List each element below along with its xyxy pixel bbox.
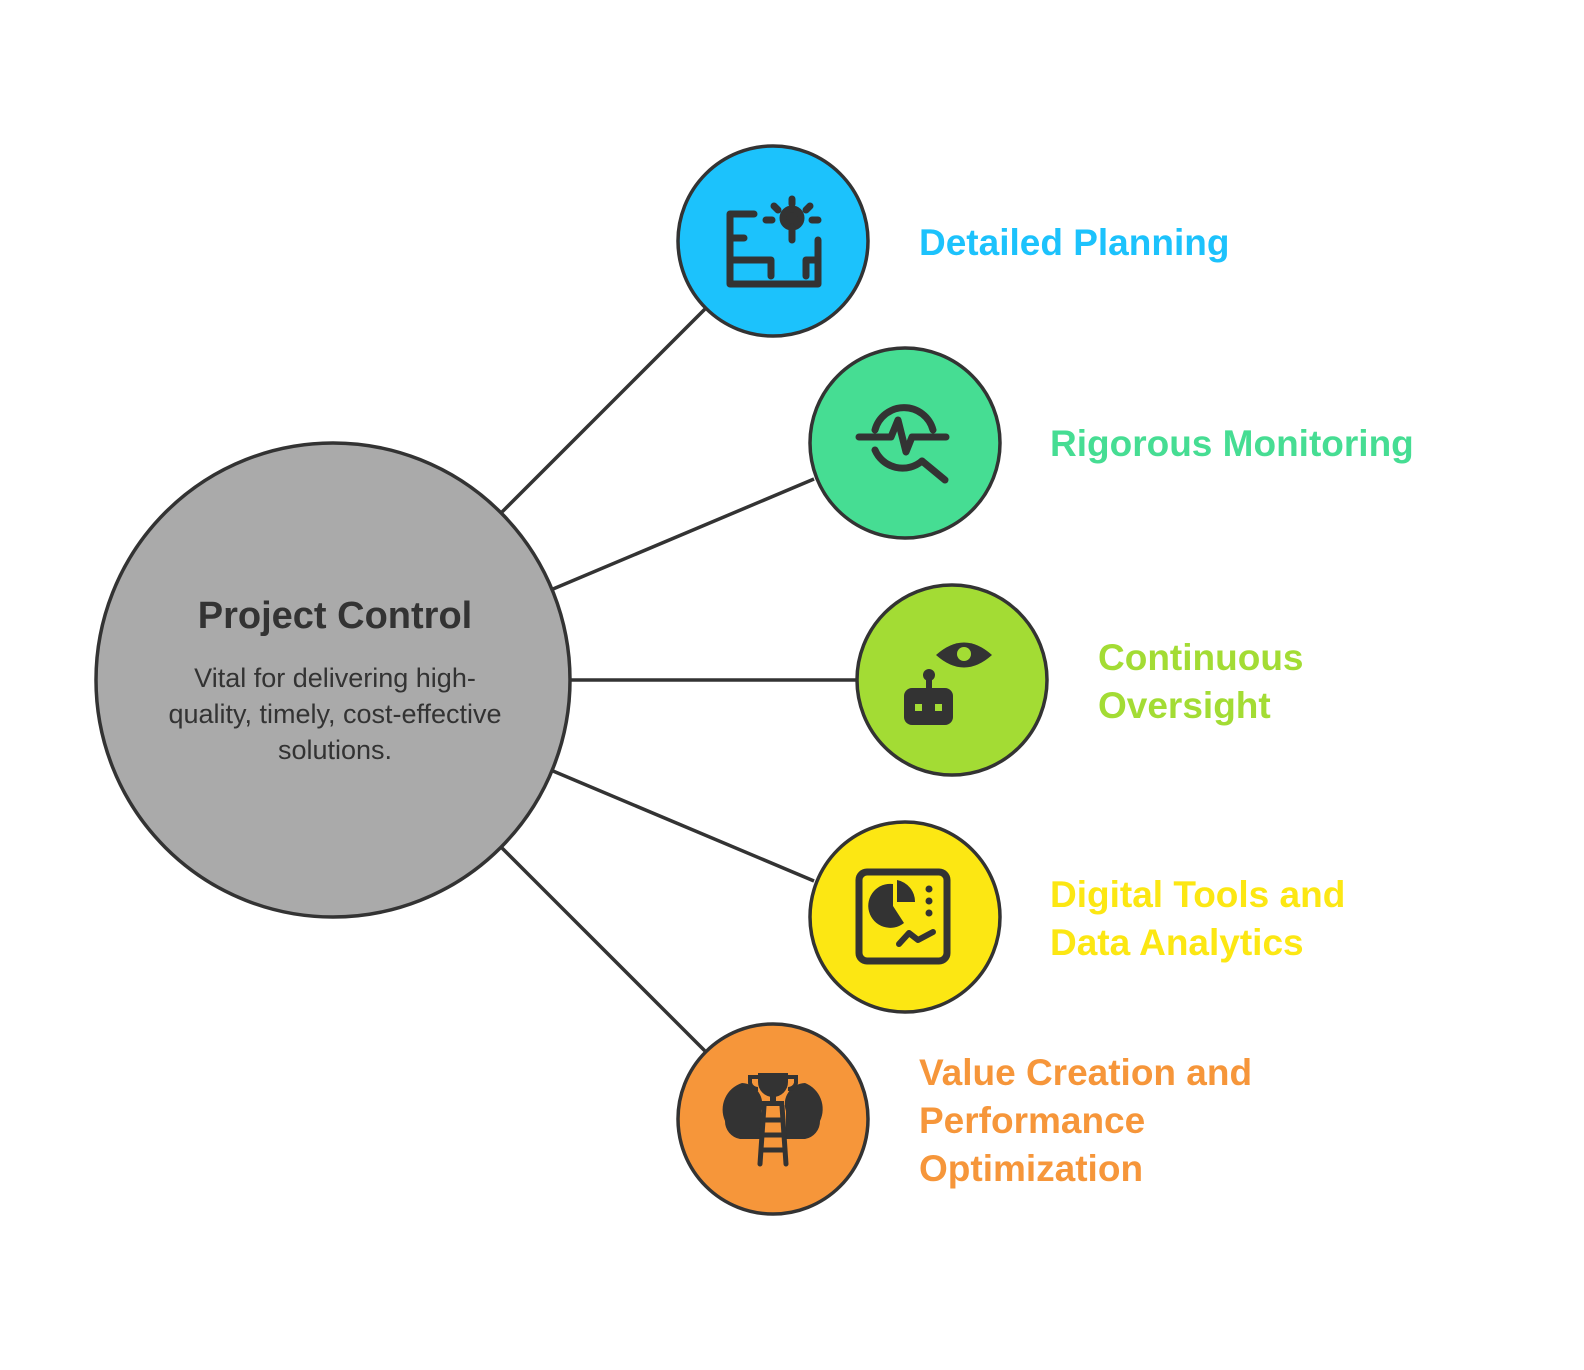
robot-eye-icon (904, 642, 992, 725)
branch-label-analytics: Digital Tools and Data Analytics (1050, 874, 1346, 963)
branch-circle-planning (676, 144, 870, 338)
central-node-text: Project Control Vital for delivering hig… (150, 590, 520, 768)
monitoring-magnifier-icon (855, 404, 950, 484)
connector-line-monitoring (552, 477, 815, 591)
branch-circle-oversight (855, 583, 1049, 777)
trophy-ladder-icon (722, 1073, 823, 1167)
dashboard-chart-icon (855, 868, 951, 965)
connector-line-analytics (552, 769, 815, 883)
connector-line-planning (500, 305, 709, 514)
branch-label-planning: Detailed Planning (919, 222, 1230, 263)
central-node-circle (94, 441, 572, 919)
connector-line-value (500, 846, 709, 1055)
central-node-title: Project Control (197, 595, 473, 637)
branch-circle-analytics (808, 820, 1002, 1014)
branch-label-oversight: Continuous Oversight (1098, 637, 1304, 726)
plan-lightbulb-icon (726, 195, 822, 288)
branch-label-monitoring: Rigorous Monitoring (1050, 423, 1414, 464)
branch-label-value: Value Creation and Performance Optimizat… (919, 1052, 1253, 1189)
central-node-description: Vital for delivering high-quality, timel… (168, 663, 502, 765)
